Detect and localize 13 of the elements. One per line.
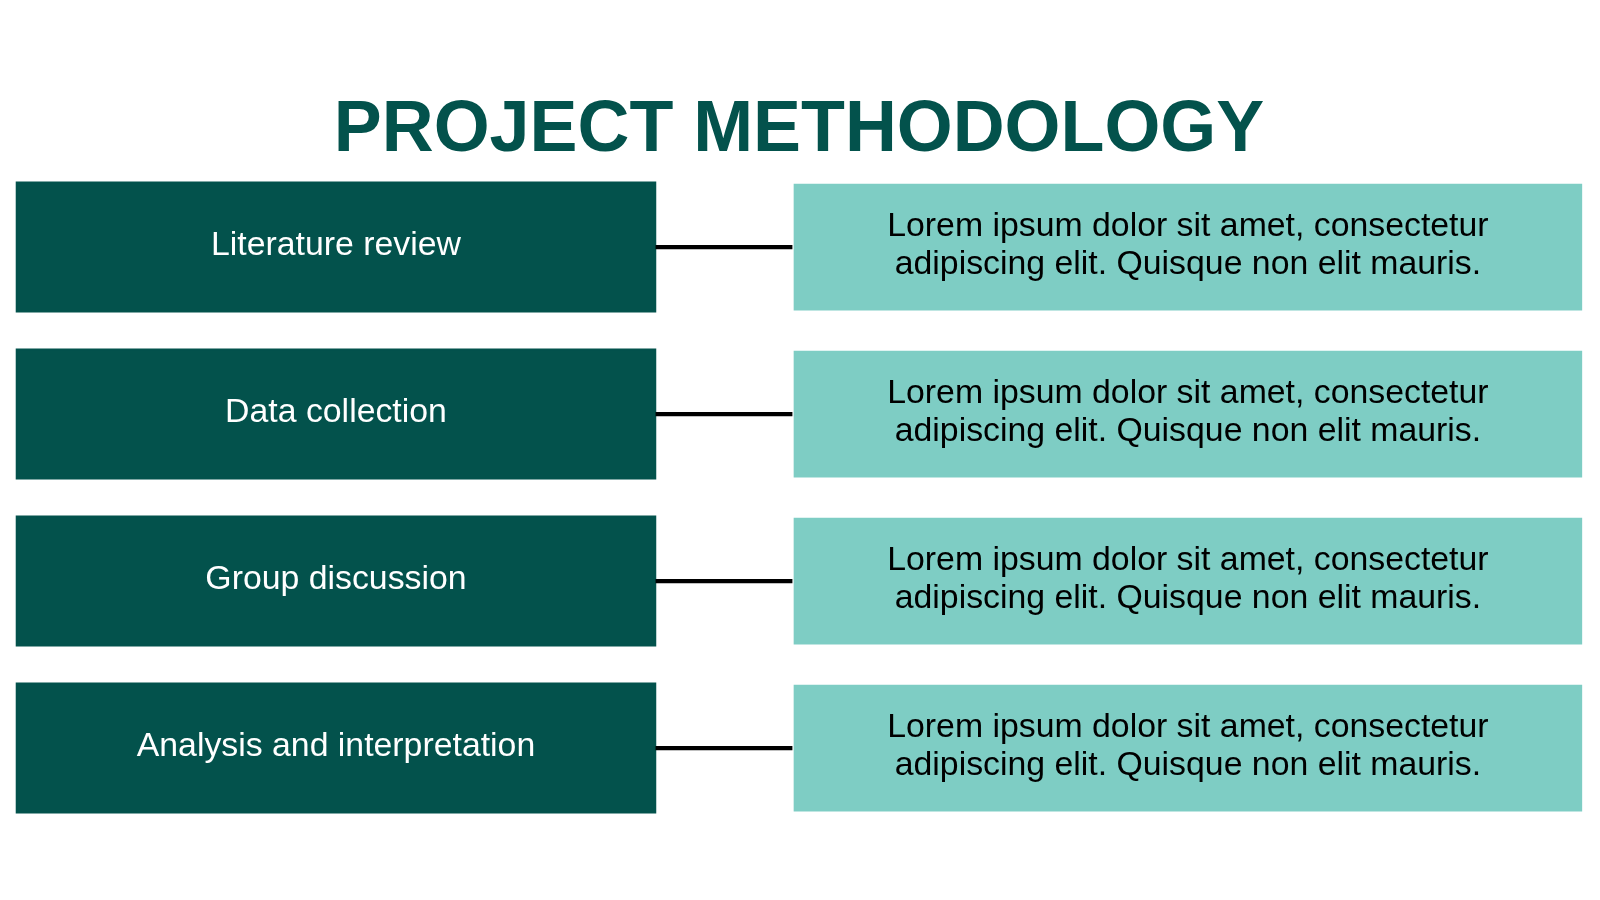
diagram-title: PROJECT METHODOLOGY <box>333 86 1265 167</box>
node-box: Lorem ipsum dolor sit amet, consectetur adipiscing elit. Quisque non elit mauris. <box>791 515 1585 647</box>
node-box: Analysis and interpretation <box>15 682 657 814</box>
connector <box>655 244 793 250</box>
node-box: Literature review <box>15 181 657 313</box>
connector <box>655 411 793 417</box>
node-box: Data collection <box>15 348 657 480</box>
connector <box>655 745 793 751</box>
node-box: Lorem ipsum dolor sit amet, consectetur adipiscing elit. Quisque non elit mauris. <box>791 181 1585 313</box>
node-box: Group discussion <box>15 515 657 647</box>
node-box: Lorem ipsum dolor sit amet, consectetur adipiscing elit. Quisque non elit mauris. <box>791 682 1585 814</box>
node-box: Lorem ipsum dolor sit amet, consectetur adipiscing elit. Quisque non elit mauris. <box>791 348 1585 480</box>
connector <box>655 578 793 584</box>
